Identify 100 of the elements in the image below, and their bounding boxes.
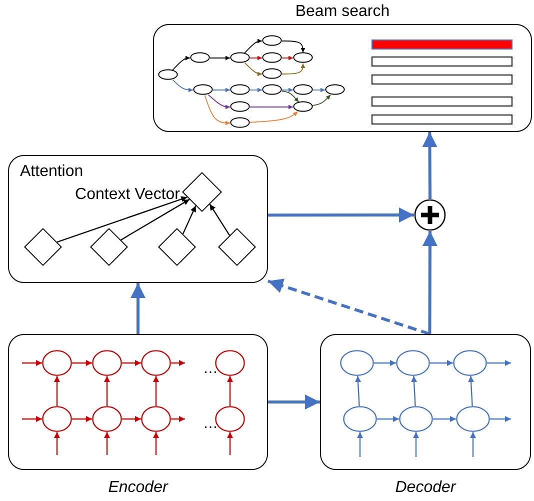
arrow [470,432,476,457]
state-ellipse [398,406,433,432]
arrow [282,88,294,92]
arrow [204,94,230,126]
arrow [104,432,110,455]
panel-caption: Beam search [294,3,391,21]
state-ellipse [340,350,374,376]
arrow [268,394,320,410]
state-ellipse [42,406,72,432]
arrow [422,231,438,334]
panel-caption: Encoder [107,479,170,497]
arrow [244,62,262,76]
arrow [210,56,230,60]
ellipsis: … [203,416,218,432]
state-ellipse [214,350,245,376]
arrow [54,376,60,406]
arrow [212,88,230,92]
arrow [120,198,190,240]
state-ellipse [262,52,282,64]
state-ellipse [230,117,250,128]
state-ellipse [262,84,282,96]
state-ellipse [456,406,490,432]
state-ellipse [292,101,313,112]
arrow [172,56,190,71]
state-ellipse [230,101,250,112]
sum-operator [414,199,446,231]
arrow [430,360,453,366]
state-ellipse [262,35,282,46]
arrow [54,432,60,455]
vector-diamond [182,172,222,212]
attention-panel [8,155,268,283]
arrow [250,88,262,92]
arrow [413,432,419,457]
state-ellipse [214,406,245,432]
arrow [22,360,42,366]
arrow [487,360,511,366]
vector-diamond [218,228,256,266]
dashed-arrow [268,278,430,336]
vector-caption: Context Vector [75,186,180,204]
state-ellipse [92,406,122,432]
arrow [122,360,141,366]
arrow [171,416,185,422]
vector-diamond [90,228,128,266]
arrow [312,94,331,106]
state-ellipse [292,84,313,96]
vector-diamond [158,228,196,266]
arrow [250,56,262,60]
state-ellipse [140,406,171,432]
arrow [377,416,399,422]
arrow [268,208,414,223]
arrow [411,376,418,406]
arrow [227,432,233,455]
arrow [374,360,396,366]
panel-caption: Decoder [394,479,458,497]
arrow [22,416,42,422]
arrow [56,196,188,243]
arrow [282,56,294,60]
arrow [208,94,230,110]
arrow [182,206,196,234]
state-ellipse [42,350,72,376]
state-ellipse [262,68,282,80]
arrow [312,88,326,92]
vector-diamond [24,228,62,266]
arrow [468,376,474,406]
arrow [227,376,233,406]
arrow [130,283,146,334]
arrow [122,416,141,422]
state-ellipse [396,350,430,376]
arrow [153,376,159,406]
arrow [282,40,306,53]
state-ellipse [230,84,250,96]
ellipsis: … [203,361,218,378]
state-ellipse [324,84,345,96]
arrow [422,132,438,199]
state-ellipse [292,52,313,64]
arrow [433,416,456,422]
arrow [357,432,363,457]
state-ellipse [140,350,171,376]
arrow [153,432,159,455]
arrow [209,204,230,236]
state-ellipse [92,350,122,376]
arrow [171,360,185,366]
state-ellipse [192,84,213,96]
arrow [249,111,298,123]
state-ellipse [158,69,178,80]
arrow [490,416,511,422]
state-ellipse [230,52,250,64]
arrow [104,376,110,406]
state-ellipse [342,406,377,432]
arrow [172,79,194,92]
arrow [250,104,294,110]
arrow [72,360,92,366]
arrow [282,63,306,74]
state-ellipse [452,350,487,376]
arrow [355,376,362,406]
arrow [281,90,300,102]
arrow [72,416,92,422]
state-ellipse [190,52,210,64]
panel-title: Attention [20,163,84,181]
arrow [244,38,262,54]
